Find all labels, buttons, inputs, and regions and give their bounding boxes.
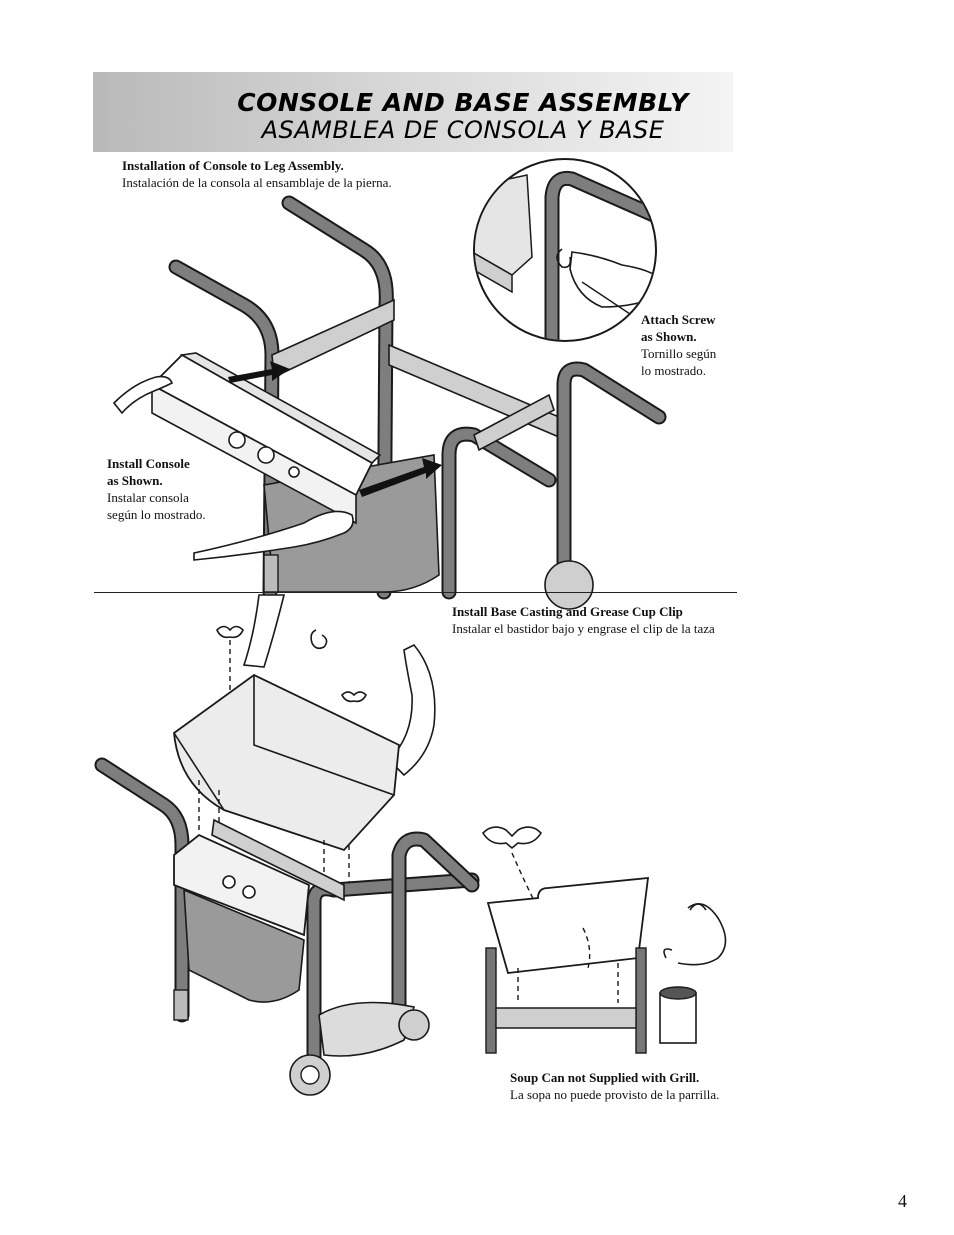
title-banner: CONSOLE AND BASE ASSEMBLY ASAMBLEA DE CO… [93,72,733,152]
console-install-caption: Installation of Console to Leg Assembly.… [122,158,392,190]
page-title: CONSOLE AND BASE ASSEMBLY [237,88,689,117]
page-number: 4 [898,1191,907,1211]
screw-detail-inset [473,158,657,342]
base-casting-illustration [94,594,480,1096]
section-divider [94,592,737,593]
soup-can-note: Soup Can not Supplied with Grill. La sop… [510,1070,720,1102]
console-install-illustration [112,195,667,610]
base-casting-caption: Install Base Casting and Grease Cup Clip… [452,604,715,636]
grease-cup-clip-detail [481,826,727,1054]
attach-screw-callout: Attach Screw as Shown. Tornillo según lo… [641,312,717,378]
install-console-callout: Install Console as Shown. Instalar conso… [107,455,206,523]
page-title-spanish: ASAMBLEA DE CONSOLA Y BASE [261,116,665,144]
